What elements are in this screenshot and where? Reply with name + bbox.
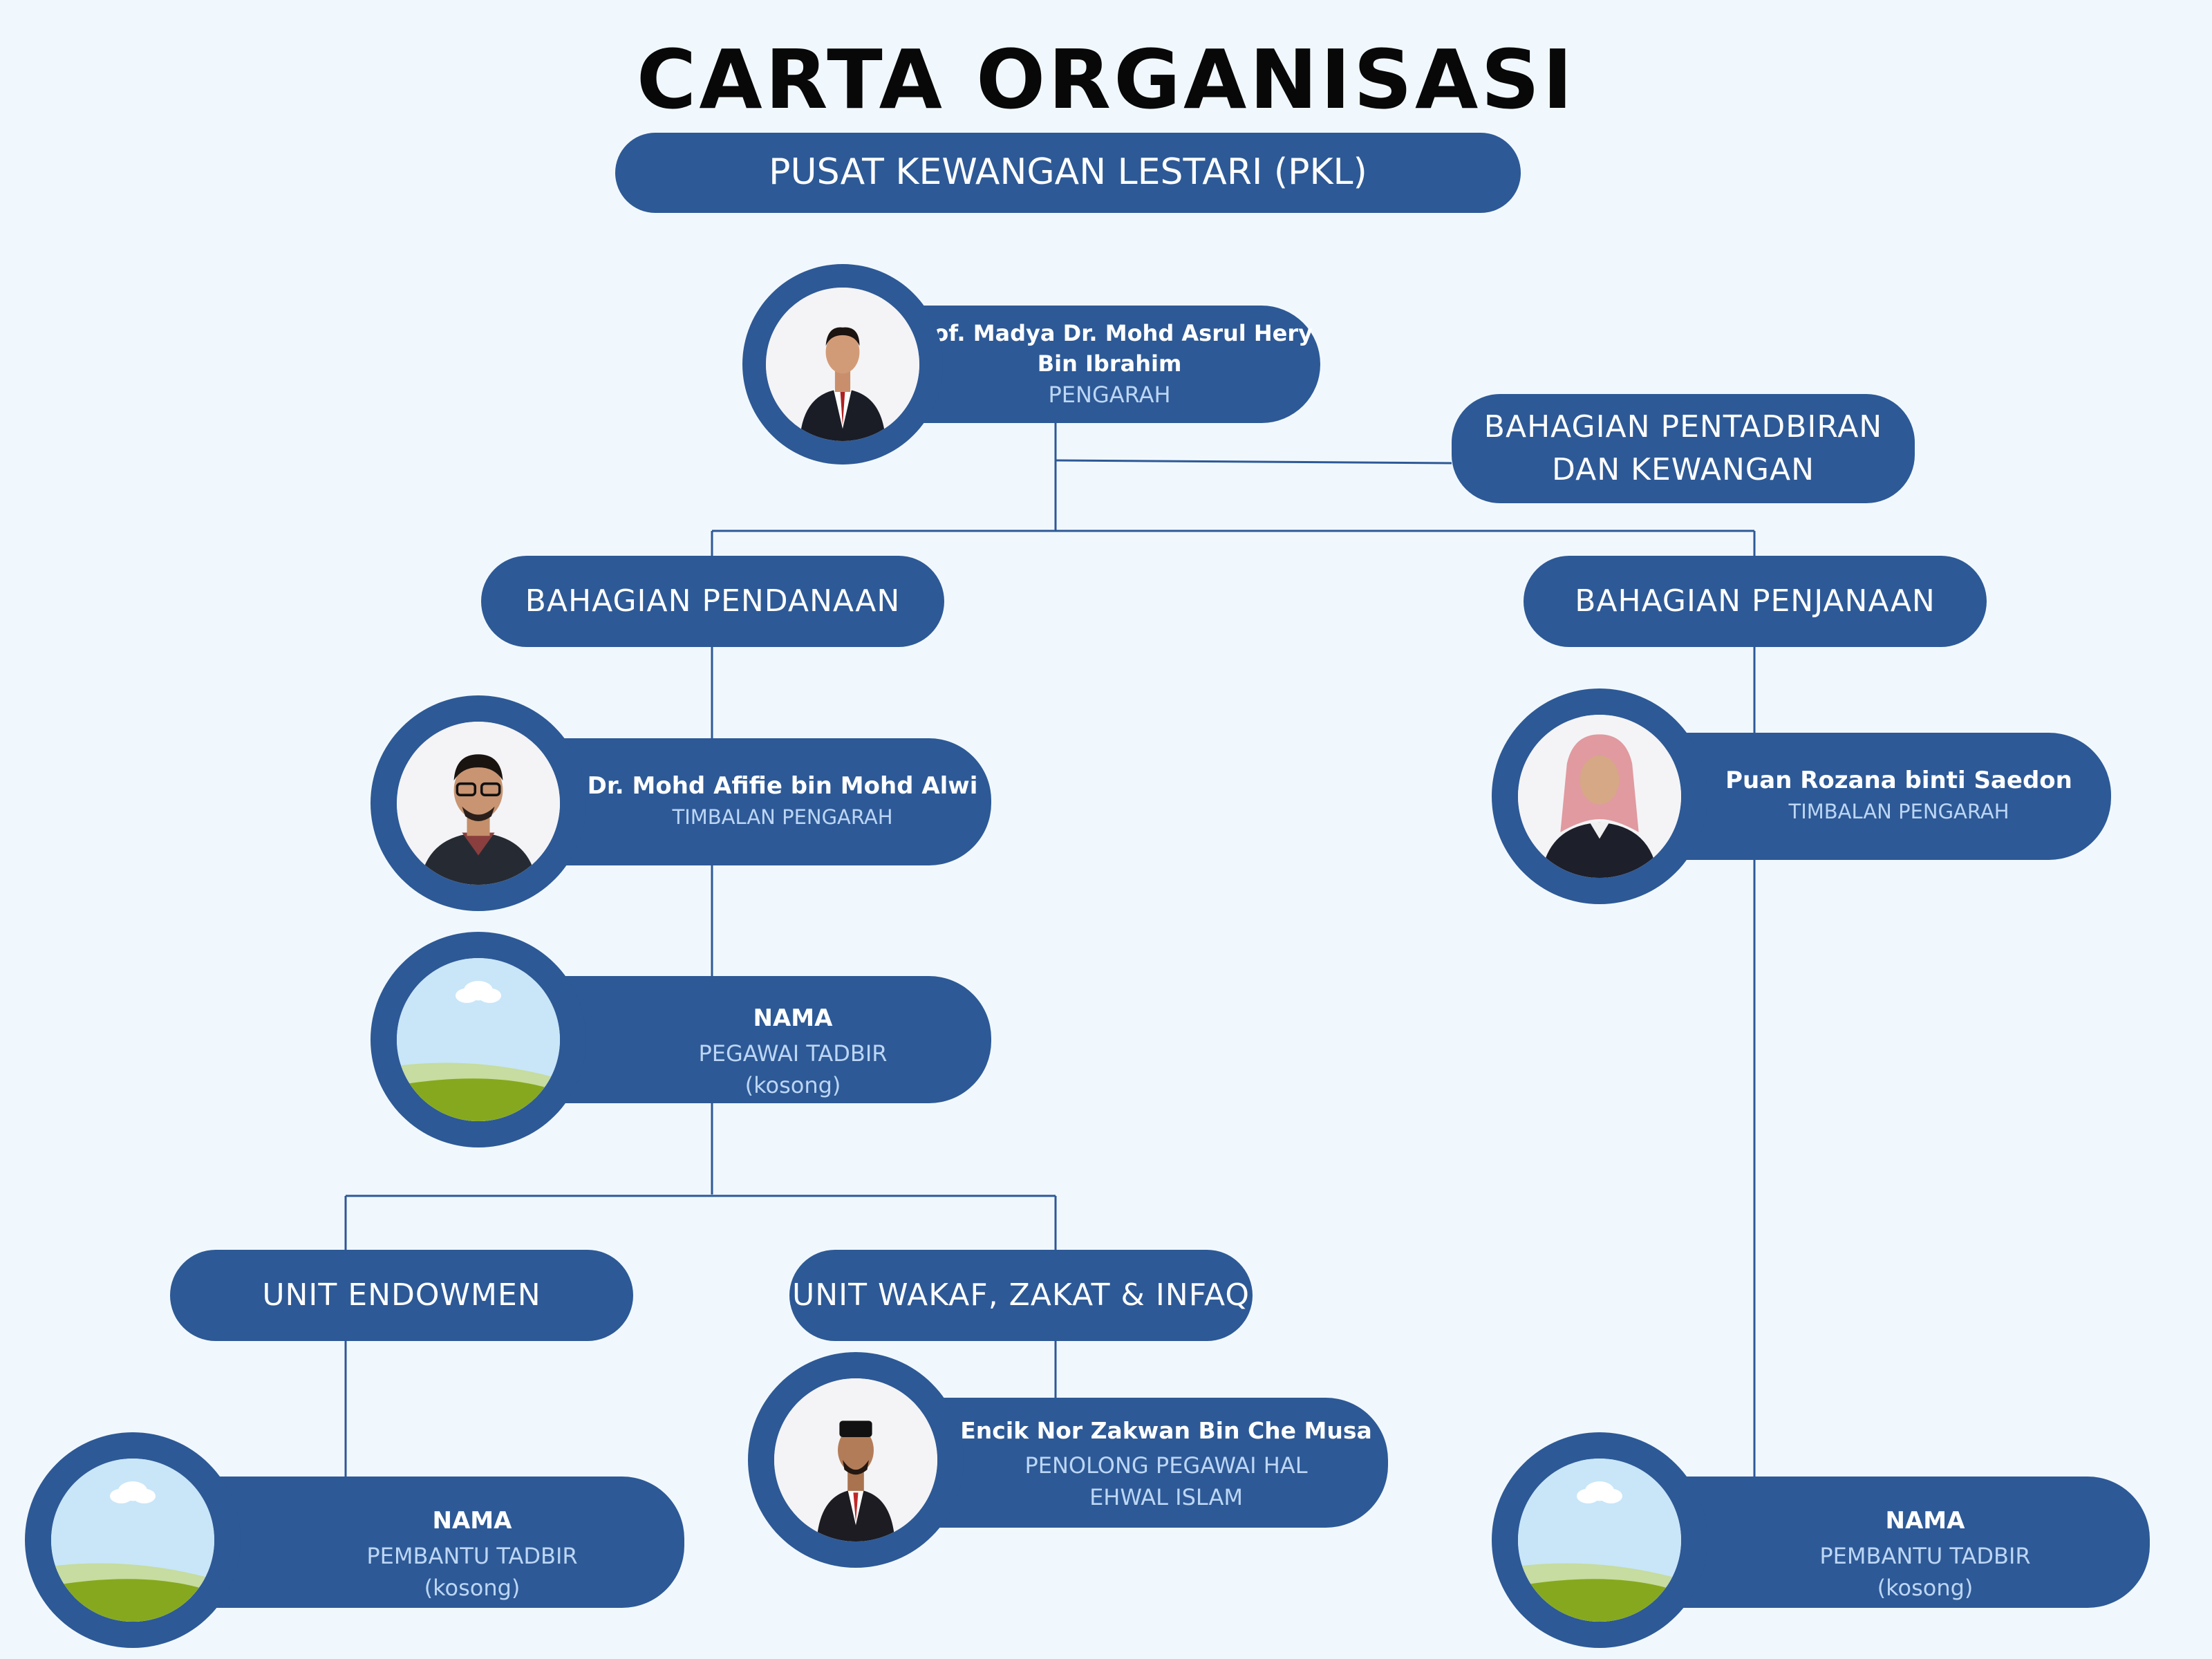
assistant-endowment-status: (kosong)	[424, 1575, 521, 1601]
assistant-endowment-role: PEMBANTU TADBIR	[366, 1543, 578, 1569]
person-photo-icon	[766, 288, 919, 441]
landscape-placeholder-icon	[51, 1459, 214, 1622]
assistant-endowment-name: NAMA	[432, 1507, 512, 1535]
deputy-generation-role: TIMBALAN PENGARAH	[1788, 800, 2009, 823]
director-avatar	[766, 288, 919, 441]
unit-waqf-label: UNIT WAKAF, ZAKAT & INFAQ	[792, 1277, 1250, 1313]
admin-division-line2: DAN KEWANGAN	[1552, 452, 1815, 487]
unit-endowment-label: UNIT ENDOWMEN	[262, 1277, 541, 1313]
deputy-generation-avatar	[1518, 715, 1681, 878]
landscape-placeholder-icon	[1518, 1459, 1681, 1622]
assistant-generation-role: PEMBANTU TADBIR	[1819, 1543, 2031, 1569]
person-photo-icon	[397, 722, 560, 885]
generation-division[interactable]: BAHAGIAN PENJANAAN	[1524, 556, 1987, 647]
subtitle-banner: PUSAT KEWANGAN LESTARI (PKL)	[615, 133, 1521, 213]
subtitle-text: PUSAT KEWANGAN LESTARI (PKL)	[769, 151, 1367, 194]
islamic-officer-avatar	[774, 1378, 937, 1541]
person-photo-icon	[1518, 715, 1681, 878]
admin-officer-status: (kosong)	[744, 1072, 841, 1098]
admin-officer-name: NAMA	[753, 1004, 833, 1032]
unit-endowment[interactable]: UNIT ENDOWMEN	[170, 1250, 633, 1341]
chart-title: CARTA ORGANISASI	[636, 32, 1576, 127]
funding-division-label: BAHAGIAN PENDANAAN	[525, 583, 901, 619]
deputy-funding-role: TIMBALAN PENGARAH	[672, 805, 893, 829]
islamic-officer-name: Encik Nor Zakwan Bin Che Musa	[960, 1417, 1372, 1444]
director-name-line2: Bin Ibrahim	[1037, 350, 1182, 377]
admin-finance-division[interactable]: BAHAGIAN PENTADBIRAN DAN KEWANGAN	[1452, 394, 1915, 503]
admin-division-line1: BAHAGIAN PENTADBIRAN	[1483, 409, 1883, 444]
unit-waqf-zakat-infaq[interactable]: UNIT WAKAF, ZAKAT & INFAQ	[789, 1250, 1253, 1341]
generation-division-label: BAHAGIAN PENJANAAN	[1575, 583, 1936, 619]
admin-officer-avatar	[397, 958, 560, 1121]
islamic-officer-role-line2: EHWAL ISLAM	[1089, 1484, 1243, 1510]
deputy-funding-avatar	[397, 722, 560, 885]
assistant-generation-status: (kosong)	[1877, 1575, 1974, 1601]
director-role: PENGARAH	[1048, 382, 1171, 408]
person-photo-icon	[774, 1378, 937, 1541]
assistant-generation-name: NAMA	[1885, 1507, 1965, 1535]
islamic-officer-role-line1: PENOLONG PEGAWAI HAL	[1024, 1452, 1308, 1479]
deputy-generation-name: Puan Rozana binti Saedon	[1725, 767, 2072, 794]
admin-officer-role: PEGAWAI TADBIR	[698, 1040, 888, 1067]
deputy-funding-name: Dr. Mohd Afifie bin Mohd Alwi	[587, 772, 978, 800]
landscape-placeholder-icon	[397, 958, 560, 1121]
director-name-line1: Prof. Madya Dr. Mohd Asrul Hery	[906, 320, 1313, 346]
assistant-endowment-avatar	[51, 1459, 214, 1622]
funding-division[interactable]: BAHAGIAN PENDANAAN	[481, 556, 944, 647]
assistant-generation-avatar	[1518, 1459, 1681, 1622]
